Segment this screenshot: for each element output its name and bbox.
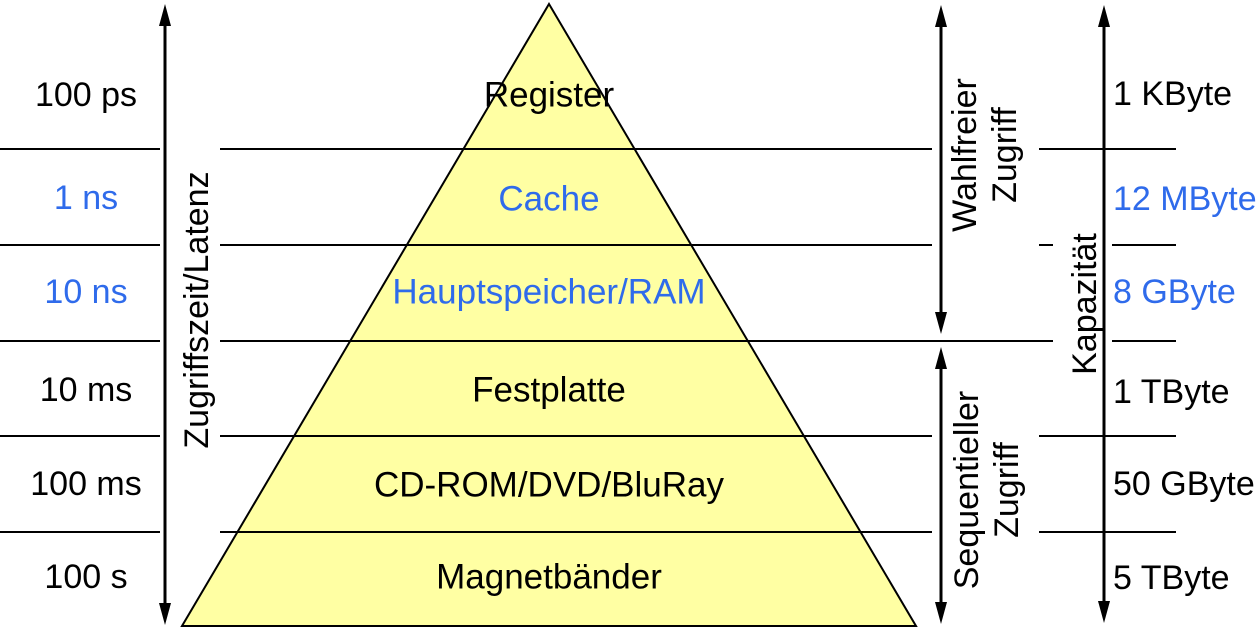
capacity-value-register: 1 KByte <box>1113 75 1233 114</box>
random-access-label: Wahlfreier Zugriff <box>945 78 1025 232</box>
capacity-axis-label: Kapazität <box>1066 233 1104 375</box>
random-access-label-line2: Zugriff <box>986 107 1024 203</box>
sequential-access-label: Sequentieller Zugriff <box>947 391 1027 589</box>
sequential-access-label-line1: Sequentieller <box>948 390 986 590</box>
sequential-access-arrow <box>935 347 947 624</box>
latency-value-cache: 1 ns <box>53 179 119 218</box>
level-name-optical: CD-ROM/DVD/BluRay <box>373 465 725 505</box>
level-name-ram: Hauptspeicher/RAM <box>392 272 706 312</box>
random-access-label-line1: Wahlfreier <box>946 78 984 232</box>
random-access-arrow <box>935 5 947 334</box>
latency-value-register: 100 ps <box>34 76 138 115</box>
latency-value-tape: 100 s <box>44 558 128 597</box>
capacity-axis-arrow <box>1098 5 1110 623</box>
level-name-register: Register <box>483 75 615 115</box>
level-name-hdd: Festplatte <box>472 370 626 410</box>
capacity-value-tape: 5 TByte <box>1113 559 1230 598</box>
latency-value-hdd: 10 ms <box>39 371 133 410</box>
latency-axis-arrow <box>159 4 171 625</box>
level-name-tape: Magnetbänder <box>436 557 662 597</box>
pyramid-shape <box>180 2 918 627</box>
capacity-value-hdd: 1 TByte <box>1113 373 1230 412</box>
level-divider-lines <box>0 148 1176 533</box>
latency-value-ram: 10 ns <box>44 273 128 312</box>
level-name-cache: Cache <box>498 179 600 219</box>
latency-axis-label: Zugriffszeit/Latenz <box>178 171 216 449</box>
capacity-value-ram: 8 GByte <box>1113 273 1236 312</box>
latency-value-optical: 100 ms <box>30 465 142 504</box>
capacity-value-optical: 50 GByte <box>1113 465 1255 504</box>
sequential-access-label-line2: Zugriff <box>988 442 1026 538</box>
capacity-value-cache: 12 MByte <box>1113 180 1257 219</box>
